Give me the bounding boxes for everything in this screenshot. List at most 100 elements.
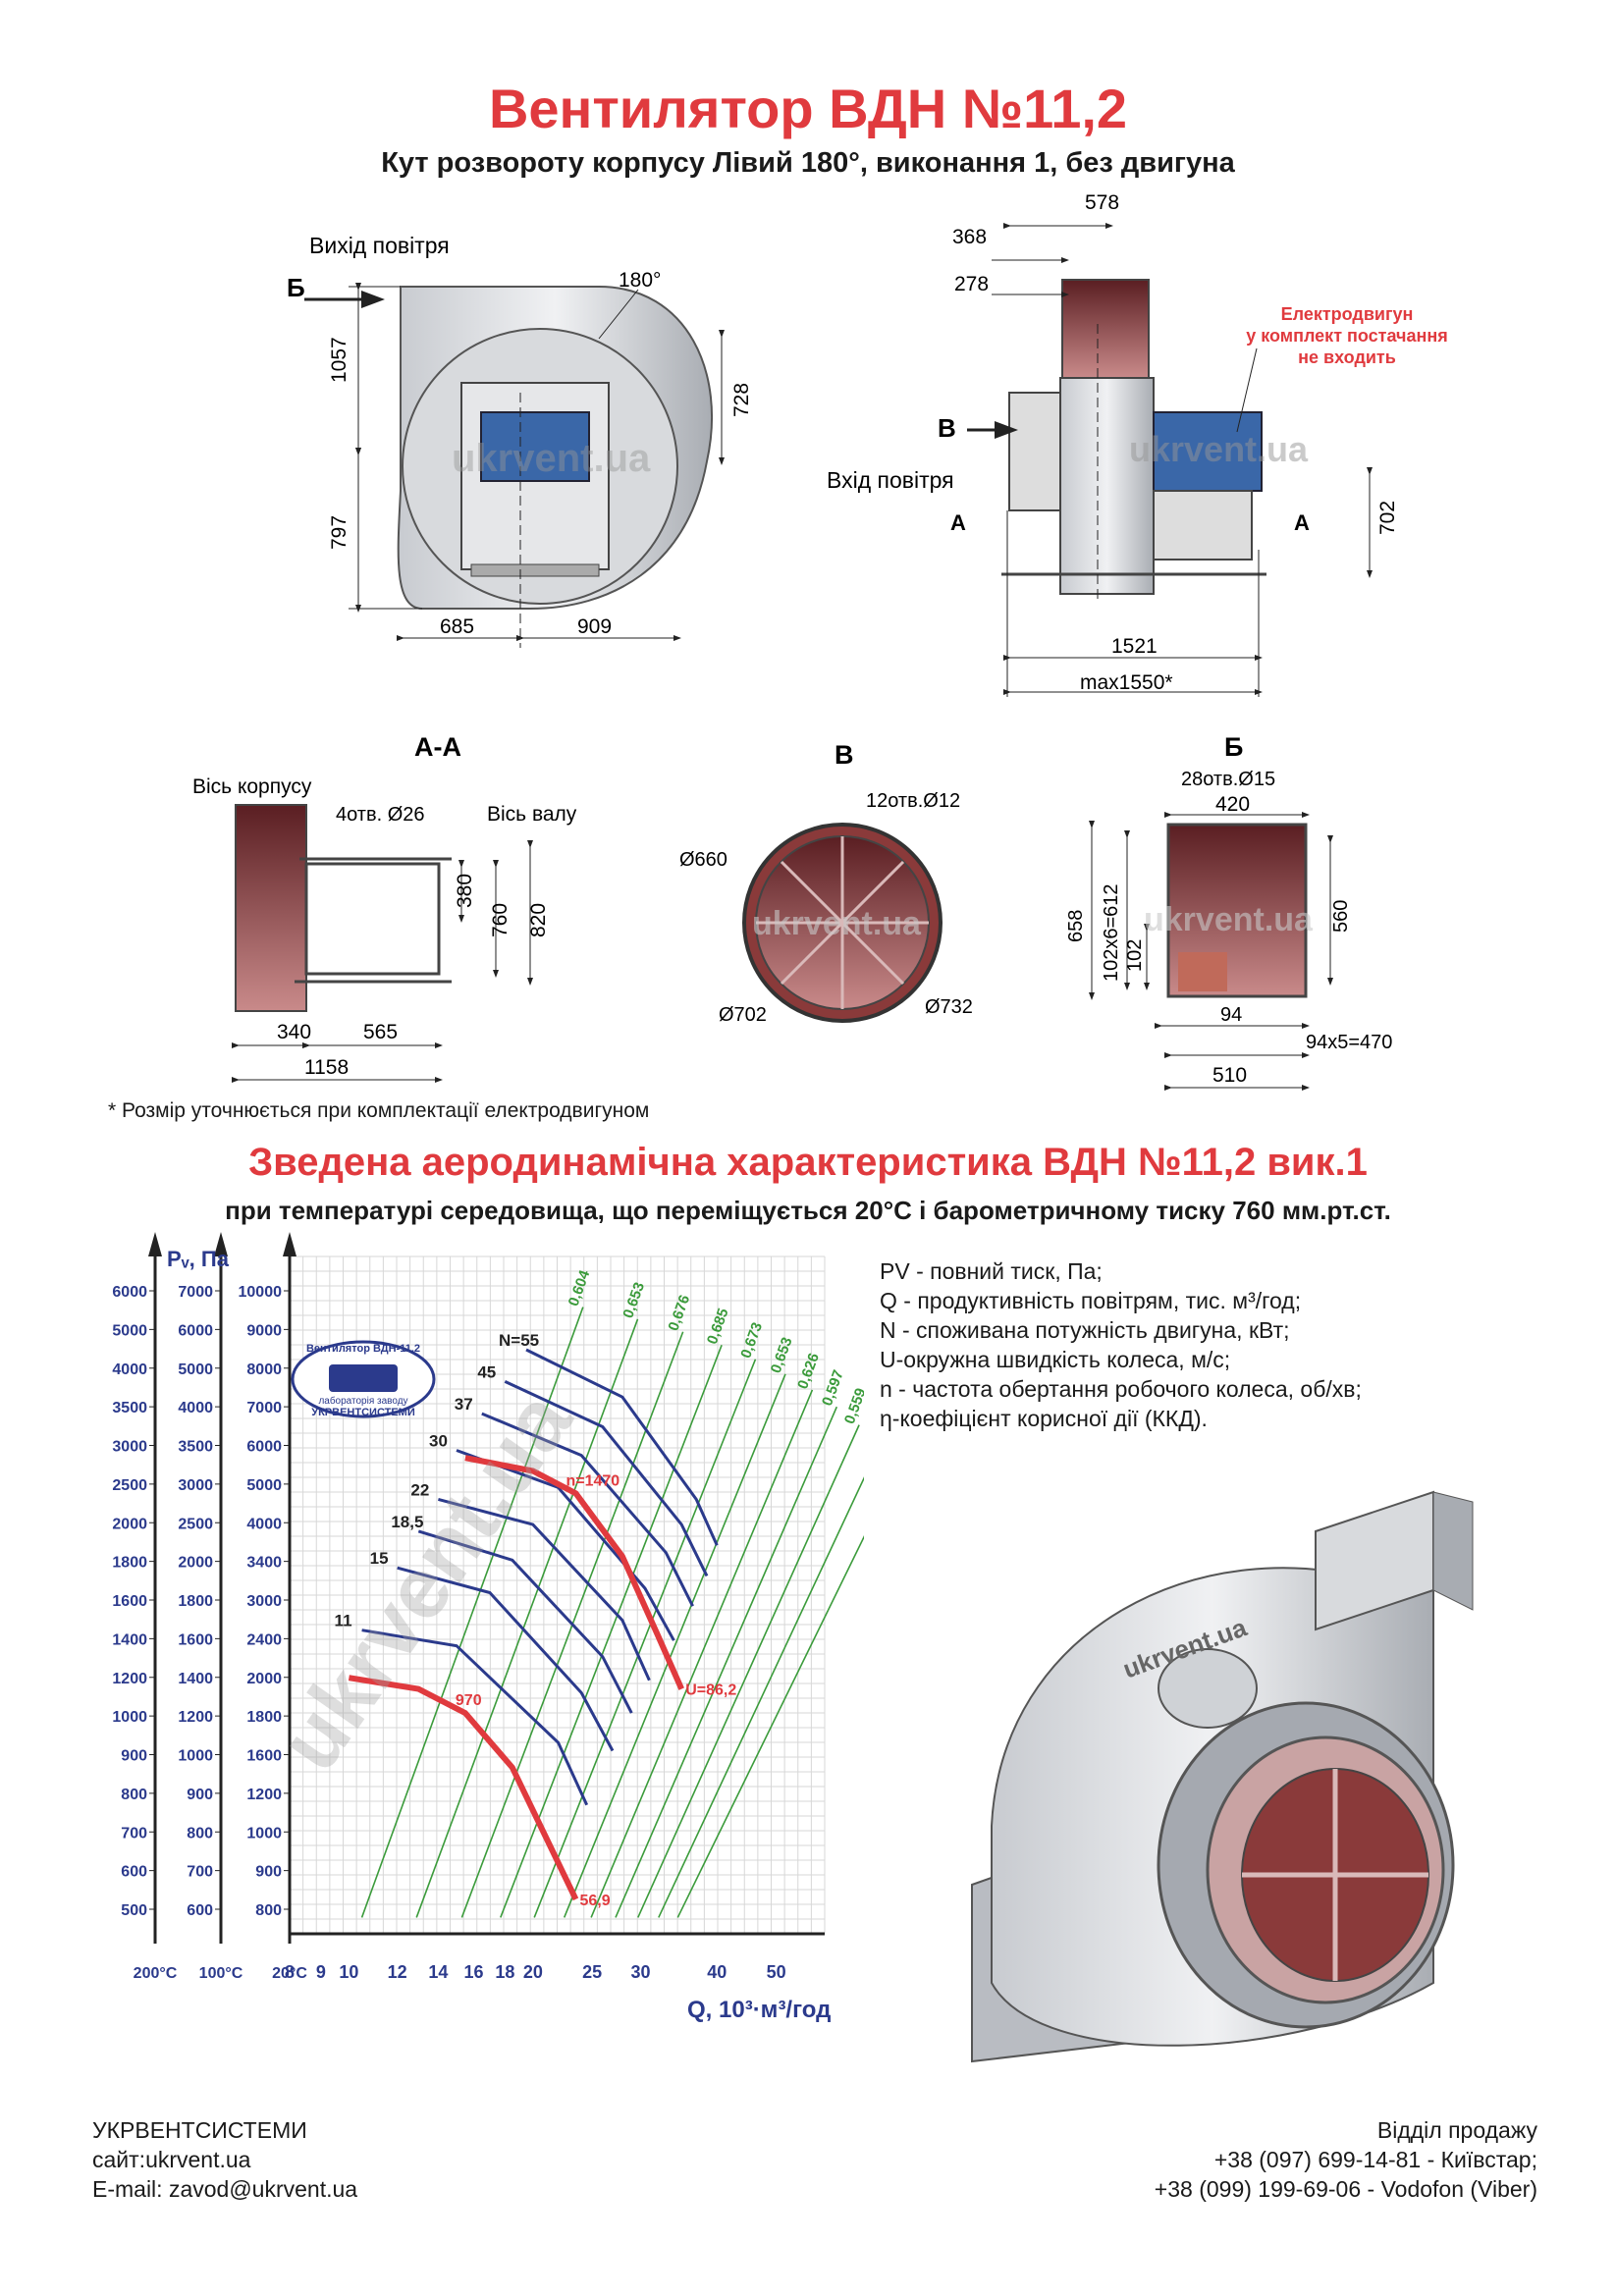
efficiency-ray [658,1476,864,1918]
footer-phone-1[interactable]: +38 (097) 699-14-81 - Київстар; [1213,2147,1537,2172]
watermark-side: ukrvent.ua [1129,429,1309,469]
y-tick-label: 7000 [178,1284,213,1301]
y-tick-label: 900 [121,1748,147,1765]
page-subtitle: Кут розвороту корпусу Лівий 180°, викона… [381,147,1235,179]
y-tick-label: 800 [121,1787,147,1803]
holes-v: 12отв.Ø12 [866,790,960,812]
footer-right: Відділ продажу +38 (097) 699-14-81 - Киї… [1155,2115,1537,2204]
power-curve [397,1566,615,1752]
efficiency-label: 0,626 [794,1351,823,1391]
angle-label: 180° [619,269,661,292]
outlet-label: Вихід повітря [309,233,450,258]
power-curve-label: N=55 [499,1331,539,1350]
chart-legend: PV - повний тиск, Па; Q - продуктивність… [880,1256,1362,1433]
legend-n: N - споживана потужність двигуна, кВт; [880,1317,1290,1343]
efficiency-label: 0,673 [737,1320,766,1361]
x-tick-label: 12 [388,1962,407,1982]
view-v [742,823,943,1023]
y-tick-label: 700 [121,1825,147,1842]
y-tick-label: 1200 [246,1787,282,1803]
y-tick-label: 1400 [178,1671,213,1687]
legend-rpm: n - частота обертання робочого колеса, о… [880,1376,1362,1402]
dim-94: 94 [1220,1004,1242,1026]
x-tick-label: 25 [582,1962,602,1982]
efficiency-ray [563,1373,786,1918]
axis-shaft-label: Вісь валу [487,803,577,826]
chart-subtitle: при температурі середовища, що переміщує… [225,1196,1391,1225]
holes-b: 28отв.Ø15 [1181,769,1275,790]
legend-eta: η-коефіцієнт корисної дії (ККД). [880,1406,1208,1431]
axis-temp-label: 200°С [134,1965,178,1982]
chart-axes: 6000500040003500300025002000180016001400… [112,1232,831,2023]
motor-note-3: не входить [1298,347,1396,367]
y-axis-arrow [148,1232,162,1256]
logo-text-1: Вентилятор ВДН-11,2 [306,1343,420,1355]
y-tick-label: 2500 [178,1516,213,1532]
y-tick-label: 500 [121,1902,147,1919]
y-tick-label: 1200 [112,1671,147,1687]
y-tick-label: 1800 [246,1709,282,1726]
dim-909: 909 [577,615,612,638]
efficiency-ray [615,1406,838,1918]
dim-1158: 1158 [304,1056,349,1079]
y-tick-label: 2500 [112,1477,147,1494]
dia-702: Ø702 [719,1004,767,1026]
front-view [304,283,725,648]
dim-510: 510 [1212,1064,1247,1087]
legend-pv: PV - повний тиск, Па; [880,1258,1103,1284]
logo-text-2: лабораторія заводу [318,1395,407,1407]
dim-760: 760 [489,903,512,937]
power-curve-label: 22 [410,1480,429,1499]
lab-logo: Вентилятор ВДН-11,2 лабораторія заводу У… [291,1340,436,1418]
mark-a-left: А [950,510,966,535]
y-tick-label: 1600 [112,1593,147,1610]
motor-note-1: Електродвигун [1281,304,1414,324]
dim-565: 565 [363,1021,398,1043]
dim-102: 102 [1124,939,1146,972]
dim-340: 340 [277,1021,311,1043]
speed-curve [464,1455,684,1690]
y-tick-label: 1000 [178,1748,213,1765]
y-tick-label: 3000 [246,1593,282,1610]
power-curve-label: 18,5 [391,1513,423,1531]
dim-1057: 1057 [328,337,350,383]
y-tick-label: 4000 [246,1516,282,1532]
y-tick-label: 2400 [246,1631,282,1648]
x-tick-label: 8 [285,1962,295,1982]
efficiency-ray [415,1318,639,1918]
y-tick-label: 2000 [246,1671,282,1687]
power-curve-label: 30 [429,1431,448,1450]
power-curve-label: 15 [370,1549,389,1568]
y-tick-label: 900 [187,1787,213,1803]
y-tick-label: 3000 [112,1439,147,1456]
y-tick-label: 1000 [246,1825,282,1842]
power-curve [504,1380,709,1577]
y-tick-label: 1600 [246,1748,282,1765]
dia-732: Ø732 [925,996,973,1018]
technical-drawings: Вихід повітря Б 180° 1057 797 728 685 90… [192,191,1448,1091]
footer-phone-2[interactable]: +38 (099) 199-69-06 - Vodofon (Viber) [1154,2176,1537,2202]
x-tick-label: 18 [495,1962,514,1982]
dim-702: 702 [1376,501,1399,535]
y-tick-label: 6000 [246,1439,282,1456]
dim-685: 685 [440,615,474,638]
dim-max1550: max1550* [1080,671,1173,694]
section-aa-title: А-А [414,732,461,762]
dim-94x5: 94x5=470 [1306,1032,1392,1053]
power-curve [361,1629,589,1806]
efficiency-label: 0,676 [665,1293,693,1333]
footer-email[interactable]: E-mail: zavod@ukrvent.ua [92,2176,358,2202]
efficiency-label: 0,685 [704,1307,732,1347]
x-tick-label: 16 [463,1962,483,1982]
speed-curve-label: n=1470 [566,1472,619,1489]
mark-v: В [938,413,956,443]
x-tick-label: 30 [630,1962,650,1982]
y-tick-label: 600 [187,1902,213,1919]
dim-380: 380 [454,874,476,908]
y-tick-label: 800 [255,1902,282,1919]
dim-278: 278 [954,273,989,295]
footer-site[interactable]: сайт:ukrvent.ua [92,2147,251,2172]
dim-560: 560 [1330,900,1352,933]
y-tick-label: 1400 [112,1631,147,1648]
side-view [967,223,1373,697]
